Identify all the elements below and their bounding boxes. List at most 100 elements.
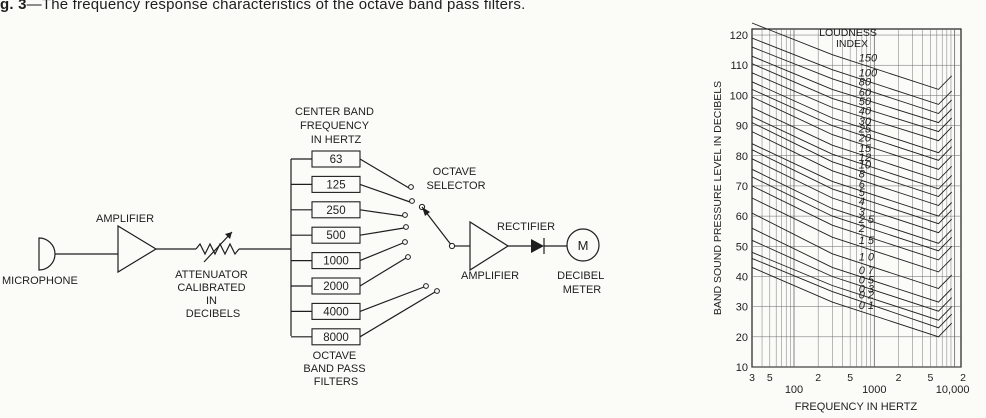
loudness-curve [751,149,953,225]
decibel-meter-label: DECIBEL METER [557,270,607,296]
filter-output-wire [359,257,407,287]
legend-title-line2: INDEX [836,38,868,50]
loudness-curve [751,116,953,190]
x-minor-tick-label: 2 [960,372,966,384]
loudness-curve [751,81,953,154]
amplifier-label: AMPLIFIER [96,213,154,225]
filter-frequency-label: 63 [330,154,343,166]
amplifier-icon [117,224,158,274]
loudness-index-label: 6 [859,179,866,191]
loudness-curve [751,257,953,329]
x-major-tick-label: 10,000 [936,384,970,396]
x-minor-tick-label: 5 [767,372,773,384]
selector-contact [423,283,429,289]
y-tick-label: 20 [736,332,748,344]
loudness-index-label: 2 [858,223,865,235]
octave-selector-label: OCTAVE SELECTOR [426,166,485,192]
loudness-curve [751,122,953,198]
loudness-curve [751,266,953,338]
loudness-index-label: 5 [859,187,866,199]
loudness-curve [751,22,953,90]
y-tick-label: 90 [736,121,748,133]
loudness-curve [751,107,953,181]
filter-frequency-label: 8000 [323,332,349,344]
filter-frequency-label: 250 [326,205,345,217]
y-tick-label: 80 [736,151,748,163]
loudness-index-label: 2 5 [858,214,875,226]
rectifier-label: RECTIFIER [497,221,555,233]
selector-contact [408,184,414,190]
loudness-curve [751,131,953,207]
loudness-index-label: 150 [859,52,878,64]
microphone-icon [38,237,56,271]
loudness-index-label: 1 0 [859,252,875,264]
loudness-curve [751,185,953,261]
filter-output-wire [359,158,410,189]
figure-caption: g. 3—The frequency response characterist… [0,0,525,13]
y-tick-label: 110 [730,60,748,72]
loudness-curve [751,176,953,252]
loudness-index-label: 10 [859,160,872,172]
attenuator-arrow [203,231,233,263]
attenuator-icon [195,242,240,256]
filter-output-wire [359,286,425,312]
loudness-curve [751,239,953,312]
amplifier2-label: AMPLIFIER [461,270,519,282]
loudness-index-label: 8 [859,169,866,181]
amplifier2-icon [469,220,510,272]
filter-output-wire [359,227,405,236]
selector-contact [434,288,440,294]
loudness-index-label: 4 [859,196,865,208]
decibel-meter-icon [566,228,600,262]
filter-output-wire [359,291,436,338]
y-tick-label: 100 [730,90,748,102]
y-tick-label: 50 [736,241,748,253]
center-band-frequency-label: CENTER BAND FREQUENCY IN HERTZ [295,106,377,146]
loudness-curve [751,46,953,115]
filter-frequency-label: 500 [326,230,345,242]
x-major-tick-label: 100 [785,384,803,396]
meter-symbol: M [578,238,589,253]
attenuator-label: ATTENUATOR CALIBRATED IN DECIBELS [175,269,251,320]
filter-output-wire [359,209,404,217]
loudness-curve [751,212,953,290]
selector-contact [402,212,408,218]
filter-frequency-label: 4000 [323,306,349,318]
loudness-index-label: 20 [858,132,872,144]
loudness-curve [751,55,953,124]
loudness-curve [751,88,953,161]
loudness-curve [751,96,953,170]
loudness-index-label: 0 1 [859,300,874,312]
loudness-curve [751,143,953,217]
selector-contact [405,254,411,260]
loudness-curve [751,197,953,273]
x-minor-tick-label: 2 [815,372,821,384]
y-tick-label: 70 [736,181,748,193]
y-tick-label: 120 [730,30,748,42]
filter-output-wire [359,183,411,203]
x-axis-label: FREQUENCY IN HERTZ [795,401,918,413]
loudness-index-label: 50 [859,96,872,108]
plot-grid [752,29,961,368]
legend-title-line1: LOUDNESS [819,27,877,39]
loudness-index-label: 0 5 [859,274,875,286]
x-major-tick-label: 1000 [862,384,886,396]
selector-contact [409,198,415,204]
y-tick-label: 60 [736,211,748,223]
filter-frequency-label: 125 [326,179,345,191]
loudness-curve [751,251,953,321]
loudness-index-label: 60 [859,87,872,99]
loudness-index-label: 1 5 [859,235,875,247]
x-minor-tick-label: 3 [749,372,755,384]
loudness-index-label: 100 [859,68,878,80]
octave-band-pass-filters-label: OCTAVE BAND PASS FILTERS [303,350,368,388]
y-tick-label: 30 [736,302,748,314]
loudness-curve [751,227,953,303]
loudness-index-label: 0 3 [859,283,875,295]
filter-frequency-label: 2000 [323,281,349,293]
loudness-index-label: 0 2 [859,289,874,301]
